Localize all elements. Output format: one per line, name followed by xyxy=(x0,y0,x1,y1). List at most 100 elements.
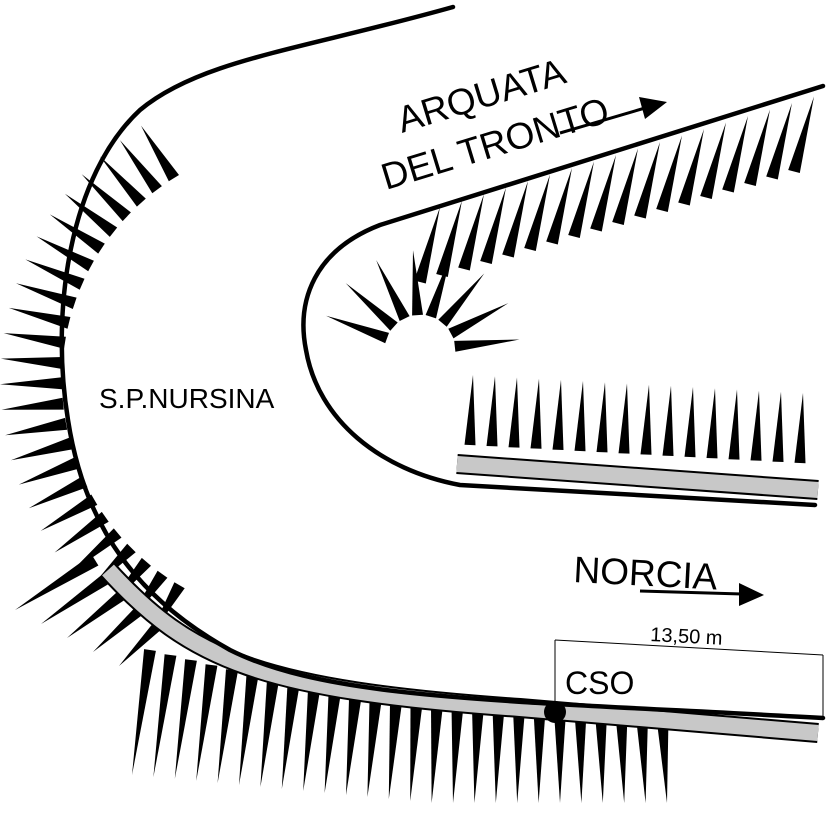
slope-hatch-mark xyxy=(772,391,784,462)
slope-hatch-mark xyxy=(750,390,762,461)
lower-slope-hatching xyxy=(132,649,669,803)
slope-hatch-mark xyxy=(326,315,389,344)
slope-hatch-mark xyxy=(15,554,99,610)
slope-hatch-mark xyxy=(448,303,509,339)
slope-hatch-mark xyxy=(18,457,79,485)
slope-hatch-mark xyxy=(684,387,696,458)
slope-hatch-mark xyxy=(574,713,587,803)
slope-hatch-mark xyxy=(794,393,806,464)
slope-hatch-mark xyxy=(431,704,443,803)
slope-hatch-mark xyxy=(16,283,77,309)
slope-hatch-mark xyxy=(67,582,135,638)
slope-hatch-mark xyxy=(568,161,594,238)
slope-hatch-mark xyxy=(239,674,259,785)
slope-hatch-mark xyxy=(54,511,109,553)
slope-hatch-mark xyxy=(595,714,607,803)
station-label: CSO xyxy=(565,665,634,701)
slope-hatch-mark xyxy=(3,333,66,349)
slope-hatch-mark xyxy=(324,694,341,793)
distance-dimension-line xyxy=(554,639,824,718)
norcia-direction-arrow-icon xyxy=(639,583,764,606)
slope-hatch-mark xyxy=(0,377,63,390)
slope-hatch-mark xyxy=(174,659,197,779)
slope-hatch-mark xyxy=(508,377,520,448)
slope-hatch-mark xyxy=(554,712,566,803)
slope-hatch-mark xyxy=(486,376,498,447)
slope-hatch-mark xyxy=(196,664,218,781)
slope-hatch-mark xyxy=(425,254,451,319)
slope-hatch-mark xyxy=(524,174,550,251)
slope-hatch-mark xyxy=(492,708,505,803)
slope-hatch-mark xyxy=(513,709,525,803)
slope-hatch-mark xyxy=(744,109,770,186)
slope-hatch-mark xyxy=(10,437,73,461)
slope-hatch-mark xyxy=(217,669,238,783)
slope-hatch-mark xyxy=(472,707,484,803)
outer-road-edge xyxy=(59,4,826,721)
slope-hatch-mark xyxy=(612,148,638,225)
slope-hatch-mark xyxy=(346,699,361,795)
slope-hatch-mark xyxy=(451,705,464,803)
slope-hatch-mark xyxy=(656,135,682,212)
slope-hatch-mark xyxy=(454,339,520,352)
slope-hatch-mark xyxy=(615,715,628,803)
slope-hatch-mark xyxy=(662,385,674,456)
slope-hatch-mark xyxy=(640,384,652,455)
slope-hatch-mark xyxy=(64,193,118,237)
slope-hatch-mark xyxy=(706,388,718,459)
slope-hatch-mark xyxy=(464,375,476,446)
slope-hatch-mark xyxy=(141,125,179,182)
destination-arquata-label: ARQUATA DEL TRONTO xyxy=(376,51,613,198)
slope-hatch-mark xyxy=(260,679,279,787)
slope-hatch-mark xyxy=(590,155,616,232)
slope-hatch-mark xyxy=(634,142,660,219)
inner-slope-hatching xyxy=(326,96,814,464)
road-name-label: S.P.NURSINA xyxy=(99,383,275,414)
slope-hatch-mark xyxy=(132,649,156,775)
slope-hatch-mark xyxy=(574,381,586,452)
slope-hatch-mark xyxy=(0,357,64,369)
slope-hatch-mark xyxy=(533,710,546,803)
slope-hatch-mark xyxy=(788,96,814,173)
slope-hatch-mark xyxy=(700,122,726,199)
inner-road-edge xyxy=(301,83,826,508)
slope-hatch-mark xyxy=(458,194,484,271)
slope-hatch-mark xyxy=(436,200,462,277)
slope-hatch-mark xyxy=(414,207,440,284)
outer-shoulder xyxy=(100,563,819,743)
slope-hatch-mark xyxy=(81,174,131,222)
slope-hatch-mark xyxy=(502,181,528,258)
slope-hatch-mark xyxy=(410,703,423,801)
slope-hatch-mark xyxy=(656,717,669,803)
slope-hatch-mark xyxy=(480,187,506,264)
slope-hatch-mark xyxy=(678,129,704,206)
slope-hatch-mark xyxy=(36,236,94,272)
slope-hatch-mark xyxy=(8,307,71,329)
arquata-direction-arrow-icon xyxy=(559,97,667,135)
slope-hatch-mark xyxy=(345,283,398,331)
destination-norcia-label: NORCIA xyxy=(573,549,719,597)
slope-hatch-mark xyxy=(1,397,64,410)
slope-hatch-mark xyxy=(100,156,146,207)
slope-hatch-mark xyxy=(728,389,740,460)
slope-hatch-mark xyxy=(388,702,402,799)
slope-hatch-mark xyxy=(303,689,320,791)
slope-hatch-mark xyxy=(119,140,162,194)
slope-hatch-mark xyxy=(618,383,630,454)
slope-hatch-mark xyxy=(636,716,648,803)
slope-hatch-mark xyxy=(5,417,68,436)
slope-hatch-mark xyxy=(766,103,792,180)
slope-hatch-mark xyxy=(25,259,85,290)
slope-hatch-mark xyxy=(722,116,748,193)
slope-hatch-mark xyxy=(552,379,564,450)
slope-hatch-mark xyxy=(28,476,88,509)
slope-hatch-mark xyxy=(376,260,410,321)
station-point-marker xyxy=(544,701,566,723)
slope-hatch-mark xyxy=(546,168,572,245)
slope-hatch-mark xyxy=(367,700,382,797)
inner-shoulder xyxy=(456,454,819,500)
slope-hatch-mark xyxy=(438,273,485,327)
slope-hatch-mark xyxy=(281,684,300,789)
slope-hatch-mark xyxy=(40,494,98,531)
